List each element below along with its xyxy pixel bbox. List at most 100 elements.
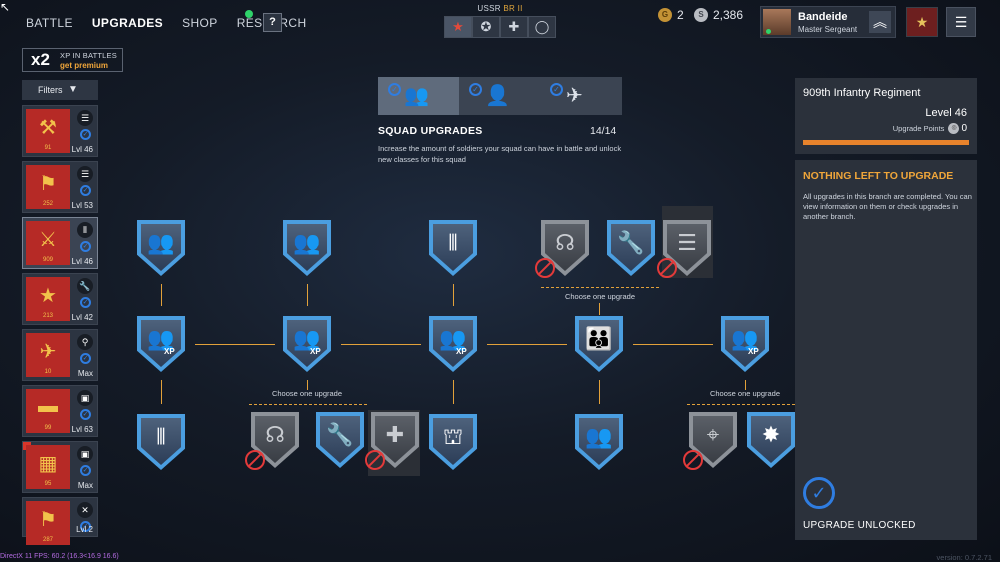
version-label: version: 0.7.2.71 (936, 553, 992, 562)
check-icon: ✓ (550, 83, 563, 96)
check-icon: ✓ (388, 83, 401, 96)
upgrade-node[interactable]: 👥XP (137, 316, 185, 372)
filters-label: Filters (38, 85, 63, 95)
soldier-upgrade-icon: 👤 (485, 85, 510, 107)
filters-button[interactable]: Filters ▼ (22, 80, 98, 100)
squad-xp-icon: 👥 (731, 326, 759, 351)
squad-number: 213 (42, 313, 53, 319)
campaign-tab-medal-icon[interactable]: ✪ (472, 16, 500, 38)
upgrade-unlocked-label: UPGRADE UNLOCKED (803, 520, 916, 531)
silver-amount: 2,386 (713, 8, 744, 22)
squad-card[interactable]: ⚒91☰✓Lvl 46 (22, 105, 98, 157)
help-button[interactable]: ? (263, 13, 282, 32)
squad-number: 99 (44, 425, 52, 431)
silver-currency[interactable]: S 2,386 (694, 8, 743, 22)
upgrade-node[interactable]: 👥 (137, 220, 185, 276)
upgrade-node-locked[interactable]: ✚ (365, 412, 419, 470)
squad-card[interactable]: ✈10⚲✓Max (22, 329, 98, 381)
list-icon: ☰ (677, 230, 697, 255)
squad-level: Lvl 2 (76, 525, 93, 534)
tree-connector (453, 380, 454, 404)
squad-type-icon: ☰ (77, 166, 93, 182)
tree-connector (487, 344, 567, 345)
squad-emblem-icon: ★ (39, 285, 57, 307)
campaign-tab-star-icon[interactable]: ★ (444, 16, 472, 38)
tab-weapon-upgrades[interactable]: ✓ ✈ (540, 77, 621, 115)
squad-emblem-icon: ⚒ (39, 117, 57, 139)
squad-card[interactable]: ⚔909⦀✓Lvl 46 (22, 217, 98, 269)
tree-connector (341, 344, 421, 345)
engineer-wrench-icon: 🔧 (326, 422, 354, 447)
upgrade-node-locked[interactable]: ☊ (245, 412, 299, 470)
player-name: Bandeide (798, 11, 848, 23)
squad-emblem-icon: ⚑ (39, 173, 57, 195)
campaign-tab-cross-icon[interactable]: ✚ (500, 16, 528, 38)
upgrade-node[interactable]: ⦀ (137, 414, 185, 470)
nav-shop[interactable]: SHOP (182, 16, 218, 30)
squad-size-icon: 👥 (293, 230, 321, 255)
player-rank: Master Sergeant (798, 25, 858, 34)
xp-label: XP IN BATTLES (60, 51, 117, 60)
squad-number: 95 (44, 481, 52, 487)
check-icon: ✓ (469, 83, 482, 96)
get-premium-link[interactable]: get premium (60, 61, 109, 70)
check-icon: ✓ (80, 521, 91, 532)
squad-card[interactable]: ⚑287✕✓Lvl 2 (22, 497, 98, 545)
campaign-tab-circle-icon[interactable]: ◯ (528, 16, 556, 38)
check-icon: ✓ (803, 477, 835, 509)
squad-card[interactable]: ★213🔧✓Lvl 42 (22, 273, 98, 325)
status-title: NOTHING LEFT TO UPGRADE (803, 170, 954, 182)
filter-icon: ▼ (68, 84, 78, 95)
upgrade-points-value: 0 (961, 123, 967, 134)
choose-one-label: Choose one upgrade (564, 292, 636, 301)
upgrade-node[interactable]: 🔧 (607, 220, 655, 276)
radio-operator-icon: ☊ (265, 422, 285, 447)
squad-level: Max (77, 481, 93, 490)
squad-type-icon: ☰ (77, 110, 93, 126)
upgrade-node[interactable]: 👥 (575, 414, 623, 470)
tree-connector (599, 303, 600, 315)
upgrade-node[interactable]: 👥XP (429, 316, 477, 372)
upgrade-node[interactable]: 👥XP (283, 316, 331, 372)
tree-connector (307, 380, 308, 390)
choose-one-label: Choose one upgrade (709, 389, 781, 398)
squad-card[interactable]: ⚑252☰✓Lvl 53 (22, 161, 98, 213)
upgrade-node[interactable]: 👥 (283, 220, 331, 276)
upgrade-node[interactable]: ✸ (747, 412, 795, 468)
tab-squad-upgrades[interactable]: ✓ 👥 (378, 77, 459, 115)
upgrade-node[interactable]: ⛫ (429, 414, 477, 470)
choice-divider (249, 404, 367, 405)
branch-count: 14/14 (590, 125, 617, 137)
tree-connector (453, 284, 454, 306)
medic-icon: ✚ (385, 422, 405, 447)
xp-label: XP (310, 347, 321, 356)
squad-emblem: ⚔909 (26, 221, 70, 265)
upgrade-node-locked[interactable]: ⌖ (683, 412, 737, 470)
squad-card[interactable]: ▬99▣✓Lvl 63 (22, 385, 98, 437)
tree-connector (745, 380, 746, 390)
squad-number: 10 (44, 369, 52, 375)
engineer-wrench-icon: 🔧 (617, 230, 645, 255)
upgrade-node[interactable]: 🔧 (316, 412, 364, 468)
squad-emblem: ⚑252 (26, 165, 70, 209)
tab-soldier-upgrades[interactable]: ✓ 👤 (459, 77, 540, 115)
regiment-badge-button[interactable]: ★ (906, 7, 938, 37)
squad-emblem: ★ 213 (26, 277, 70, 321)
squad-card[interactable]: ▦95▣✓Max (22, 441, 98, 493)
weapon-upgrade-icon: ✈ (566, 85, 583, 107)
nav-upgrades[interactable]: UPGRADES (91, 16, 164, 30)
nav-battle[interactable]: BATTLE (26, 16, 73, 30)
upgrade-node-locked[interactable]: ☊ (535, 220, 589, 278)
xp-premium-box[interactable]: x2 XP IN BATTLES get premium (22, 48, 123, 72)
upgrade-node[interactable]: 👪 (575, 316, 623, 372)
menu-button[interactable]: ☰ (946, 7, 976, 37)
squad-type-icon: 🔧 (77, 278, 93, 294)
status-text: All upgrades in this branch are complete… (803, 192, 972, 221)
upgrade-node[interactable]: 👥XP (721, 316, 769, 372)
gold-currency[interactable]: G 2 (658, 8, 684, 22)
tree-connector (161, 380, 162, 404)
explosion-icon: ✸ (761, 422, 781, 447)
player-profile[interactable]: Bandeide Master Sergeant ︽ (760, 6, 896, 38)
upgrade-node[interactable]: ⦀ (429, 220, 477, 276)
upgrade-node-locked[interactable]: ☰ (657, 220, 711, 278)
